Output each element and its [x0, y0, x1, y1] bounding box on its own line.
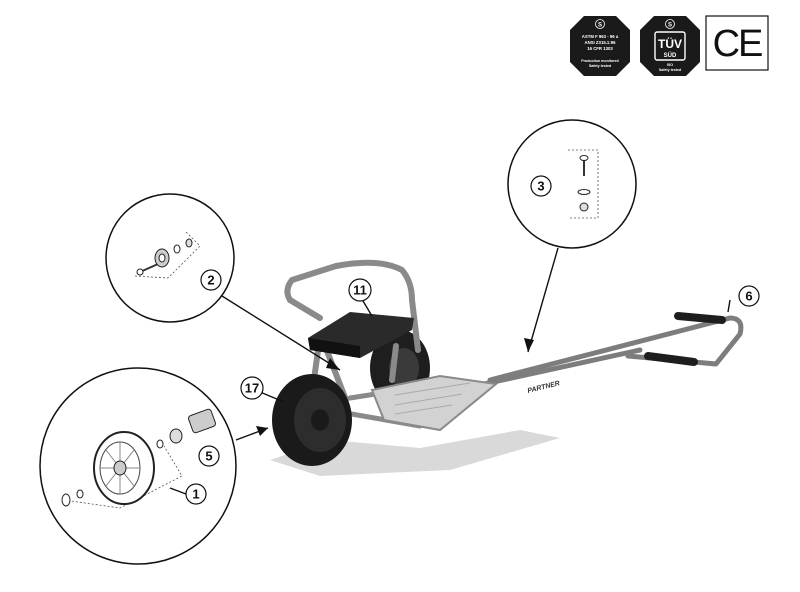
footplate — [370, 374, 499, 432]
callout-1: 1 — [185, 483, 207, 505]
svg-text:11: 11 — [353, 283, 367, 298]
callout-17: 17 — [240, 376, 264, 400]
svg-text:Safety tested: Safety tested — [589, 64, 611, 68]
detail-circle-bolt — [105, 193, 235, 323]
callout-5: 5 — [198, 445, 220, 467]
svg-text:1: 1 — [192, 487, 199, 502]
svg-text:ISO: ISO — [667, 63, 673, 67]
svg-text:ANSI Z315.1:96: ANSI Z315.1:96 — [584, 40, 616, 45]
svg-text:CE: CE — [713, 23, 762, 65]
svg-text:2: 2 — [207, 273, 214, 288]
callout-11: 11 — [348, 278, 372, 302]
callout-3: 3 — [530, 175, 552, 197]
detail-circle-fastener — [507, 119, 637, 249]
svg-text:6: 6 — [745, 289, 752, 304]
arrow-heads — [256, 338, 534, 436]
hub-wheel-icon — [93, 431, 155, 505]
svg-text:Safety tested: Safety tested — [659, 68, 681, 72]
svg-text:17: 17 — [245, 381, 259, 396]
tuv-certification-badge: S TÜV SÜD ISO Safety tested — [640, 16, 700, 76]
svg-text:16 CFR 1303: 16 CFR 1303 — [587, 46, 613, 51]
svg-text:3: 3 — [537, 179, 544, 194]
brand-label: PARTNER — [527, 380, 561, 395]
astm-certification-badge: S ASTM F 963 - 96 a ANSI Z315.1:96 16 CF… — [570, 16, 630, 76]
svg-text:TÜV: TÜV — [658, 36, 682, 51]
svg-text:ASTM F 963 - 96 a: ASTM F 963 - 96 a — [582, 34, 619, 39]
seat — [308, 312, 414, 358]
callout-6: 6 — [738, 285, 760, 307]
svg-text:Production monitored: Production monitored — [581, 59, 619, 63]
front-wheel — [272, 374, 352, 466]
callout-2: 2 — [200, 269, 222, 291]
handle-grips — [644, 312, 726, 366]
ce-mark: CE — [705, 15, 769, 71]
leader-lines — [169, 247, 731, 495]
detail-circle-wheel — [39, 367, 237, 565]
svg-text:SÜD: SÜD — [664, 52, 677, 59]
svg-text:S: S — [668, 23, 672, 29]
svg-text:5: 5 — [205, 449, 212, 464]
svg-text:S: S — [598, 23, 602, 29]
